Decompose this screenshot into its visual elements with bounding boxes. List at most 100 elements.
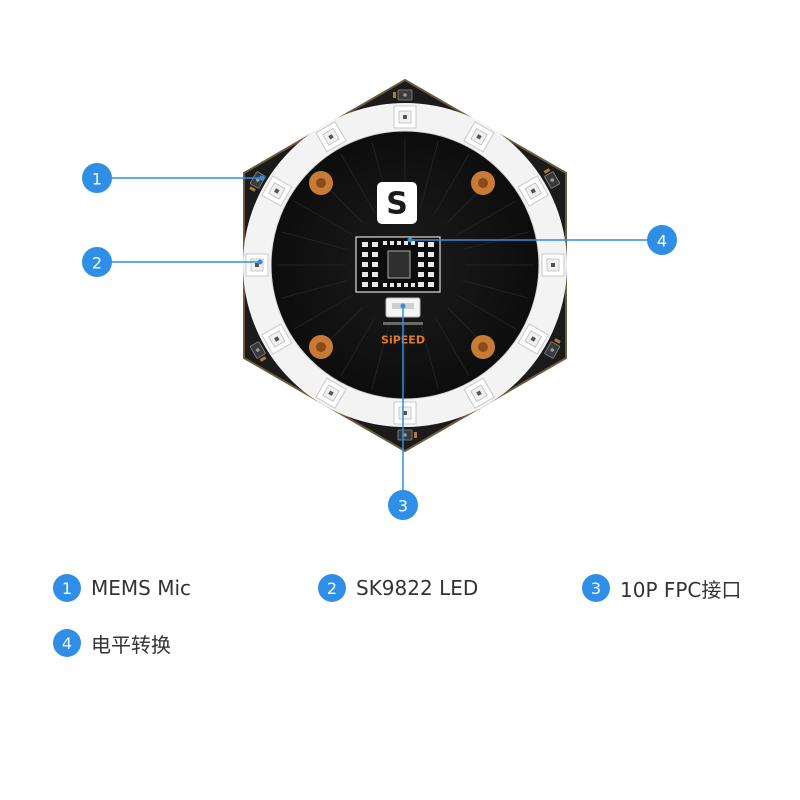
legend-badge-4: 4 [53,629,81,657]
led-die [403,115,407,119]
led [315,121,347,153]
level-shifter-chip [387,250,411,279]
smd-pad [372,252,378,257]
led [393,105,417,129]
led-ring-inner-edge [270,130,540,400]
legend-item-fpc: 3 10P FPC接口 [582,573,741,603]
callout-badge-4 [647,225,677,255]
trace-line [293,294,354,330]
smd-pad [404,283,408,287]
led-die [328,134,334,140]
smd-pad [397,241,401,245]
legend-item-mems-mic: 1 MEMS Mic [53,573,191,603]
smd-pad [390,241,394,245]
mic-passive [249,186,256,192]
smd-pad [372,272,378,277]
trace-line [434,153,470,214]
callout-anchor-1 [259,175,265,181]
callout-badge-3 [388,490,418,520]
mic-passive [554,338,561,344]
mounting-pad [471,335,495,359]
led [261,175,293,207]
trace-line [434,316,470,377]
trace-line [420,322,439,389]
led-die [255,263,259,267]
smd-pad [362,242,368,247]
led [315,377,347,409]
trace-line [371,322,390,389]
smd-pad [362,272,368,277]
callout-anchor-3 [400,303,406,309]
legend-label-4: 电平转换 [91,632,171,657]
mems-mic-chip [397,429,417,441]
legend-label-3: 10P FPC接口 [620,577,742,602]
smd-pad [362,262,368,267]
mic-passive [543,168,551,174]
mems-mic-chip [543,168,561,189]
callout-anchor-4 [407,237,413,243]
led-die [476,390,482,396]
trace-line [456,294,517,330]
mic-port [255,178,260,182]
logo-badge [377,182,417,224]
led-die [476,134,482,140]
mic-port [550,348,555,352]
led [517,323,549,355]
smd-pad [397,283,401,287]
smd-pad [362,282,368,287]
smd-pad [428,272,434,277]
smd-pad-group [362,241,434,287]
legend-item-led: 2 SK9822 LED [318,573,478,603]
callout-badge-2 [82,247,112,277]
led-die [274,188,280,194]
mic-port [255,348,260,352]
trace-line [462,280,529,299]
smd-pad [428,252,434,257]
smd-pad [428,242,434,247]
smd-pad [383,283,387,287]
led-die [328,390,334,396]
legend-badge-2: 2 [318,574,346,602]
smd-pad [372,242,378,247]
trace-line [340,153,376,214]
led-group [245,105,565,425]
trace-line [281,280,348,299]
trace-line [420,141,439,208]
mic-chip-group [249,89,561,441]
mic-port [403,93,407,97]
trace-line [340,316,376,377]
smd-pad [418,272,424,277]
smd-pad [418,282,424,287]
legend-badge-1: 1 [53,574,81,602]
smd-pad [418,262,424,267]
smd-pad [418,242,424,247]
mems-mic-chip [249,341,267,362]
smd-pad [418,252,424,257]
legend-item-level-shift: 4 电平转换 [53,628,171,658]
led [463,121,495,153]
callout-number-2: 2 [92,254,102,273]
smd-pad [372,262,378,267]
trace-line [293,200,354,236]
led-die [551,263,555,267]
legend-label-1: MEMS Mic [91,576,192,600]
led [517,175,549,207]
legend-label-2: SK9822 LED [356,576,479,600]
mounting-pad [309,171,333,195]
smd-pad [411,283,415,287]
mems-mic-chip [393,89,413,101]
smd-pad [428,282,434,287]
callout-anchor-2 [257,259,263,265]
led [261,323,293,355]
mic-port [550,178,555,182]
smd-pad [404,241,408,245]
logo-letter: S [386,187,408,222]
mounting-pad [309,335,333,359]
callout-number-1: 1 [92,170,102,189]
trace-line [281,231,348,250]
mic-port [403,433,407,437]
smd-pad [428,262,434,267]
callout-number-3: 3 [398,497,408,516]
led [245,253,269,277]
